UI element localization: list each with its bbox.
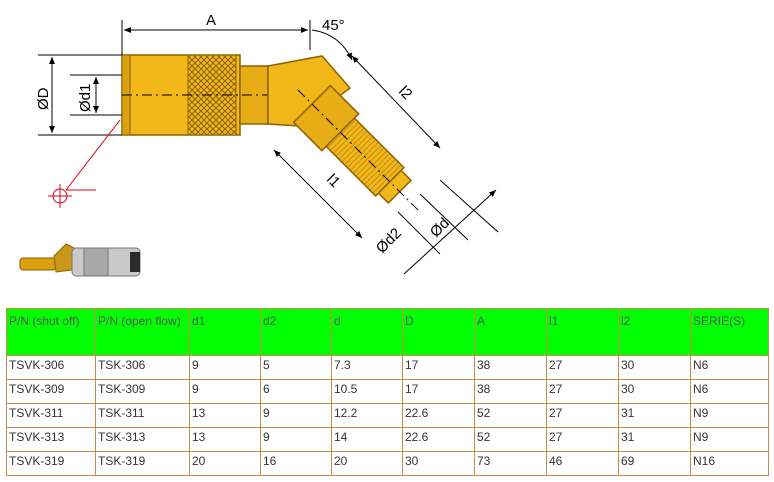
table-cell: 27: [546, 379, 619, 404]
table-cell: 69: [618, 451, 691, 476]
table-cell: 31: [618, 427, 691, 452]
header-cell: A: [474, 308, 547, 356]
table-cell: 27: [546, 427, 619, 452]
table-cell: 5: [260, 355, 332, 380]
product-photo: [19, 243, 141, 277]
label-l2: l2: [395, 83, 415, 103]
table-cell: 27: [546, 355, 619, 380]
table-cell: TSVK-311: [6, 403, 96, 428]
table-cell: TSVK-309: [6, 379, 96, 404]
table-cell: 38: [474, 355, 547, 380]
table-cell: 13: [189, 427, 261, 452]
table-cell: 6: [260, 379, 332, 404]
table-cell: 52: [474, 427, 547, 452]
table-cell: 17: [402, 355, 475, 380]
label-d-outer: ØD: [35, 87, 52, 110]
table-cell: N9: [690, 403, 769, 428]
header-cell: SERIE(S): [690, 308, 769, 356]
table-cell: 73: [474, 451, 547, 476]
table-cell: 31: [618, 403, 691, 428]
header-cell: l1: [546, 308, 619, 356]
header-cell: D: [402, 308, 475, 356]
label-a: A: [206, 12, 216, 29]
table-cell: TSK-313: [95, 427, 190, 452]
table-cell: 9: [260, 427, 332, 452]
dimension-d-outer: ØD Ød1: [35, 54, 122, 136]
label-angle: 45°: [322, 17, 345, 34]
label-d2: Ød2: [373, 225, 405, 257]
table-cell: 46: [546, 451, 619, 476]
header-cell: P/N (open flow): [95, 308, 190, 356]
table-cell: 16: [260, 451, 332, 476]
table-cell: 17: [402, 379, 475, 404]
header-cell: d2: [260, 308, 332, 356]
position-leader: [48, 119, 121, 208]
label-d: Ød: [427, 215, 453, 241]
table-cell: TSVK-313: [6, 427, 96, 452]
table-cell: 22.6: [402, 403, 475, 428]
table-cell: N9: [690, 427, 769, 452]
table-cell: 14: [331, 427, 403, 452]
label-d1: Ød1: [77, 84, 94, 112]
label-l1: l1: [323, 171, 343, 191]
table-cell: 30: [618, 379, 691, 404]
table-cell: 20: [189, 451, 261, 476]
spec-table: P/N (shut off) P/N (open flow) d1 d2 d D…: [6, 308, 769, 476]
table-row: TSVK-313 TSK-313 13 9 14 22.6 52 27 31 N…: [6, 427, 769, 452]
dimension-a: A: [121, 12, 311, 55]
header-cell: d: [331, 308, 403, 356]
table-cell: 27: [546, 403, 619, 428]
angled-tail: [267, 55, 419, 211]
table-header-row: P/N (shut off) P/N (open flow) d1 d2 d D…: [6, 308, 769, 356]
dimension-angle: 45°: [311, 17, 353, 61]
header-cell: l2: [618, 308, 691, 356]
table-row: TSVK-319 TSK-319 20 16 20 30 73 46 69 N1…: [6, 451, 769, 476]
table-cell: 12.2: [331, 403, 403, 428]
table-cell: 7.3: [331, 355, 403, 380]
header-cell: P/N (shut off): [6, 308, 96, 356]
table-cell: 9: [189, 355, 261, 380]
table-cell: 10.5: [331, 379, 403, 404]
table-cell: N16: [690, 451, 769, 476]
table-cell: 30: [618, 355, 691, 380]
header-cell: d1: [189, 308, 261, 356]
table-cell: TSK-306: [95, 355, 190, 380]
table-cell: TSK-311: [95, 403, 190, 428]
table-cell: 9: [189, 379, 261, 404]
table-cell: 20: [331, 451, 403, 476]
table-cell: TSVK-319: [6, 451, 96, 476]
table-row: TSVK-311 TSK-311 13 9 12.2 22.6 52 27 31…: [6, 403, 769, 428]
table-cell: N6: [690, 379, 769, 404]
table-cell: N6: [690, 355, 769, 380]
table-row: TSVK-309 TSK-309 9 6 10.5 17 38 27 30 N6: [6, 379, 769, 404]
table-cell: 38: [474, 379, 547, 404]
table-cell: 9: [260, 403, 332, 428]
table-cell: 30: [402, 451, 475, 476]
table-cell: 52: [474, 403, 547, 428]
table-row: TSVK-306 TSK-306 9 5 7.3 17 38 27 30 N6: [6, 355, 769, 380]
table-cell: 13: [189, 403, 261, 428]
table-cell: TSVK-306: [6, 355, 96, 380]
table-cell: 22.6: [402, 427, 475, 452]
technical-drawing: A 45° ØD Ød1 l2 l1 Ød2: [19, 12, 499, 277]
table-cell: TSK-309: [95, 379, 190, 404]
table-cell: TSK-319: [95, 451, 190, 476]
